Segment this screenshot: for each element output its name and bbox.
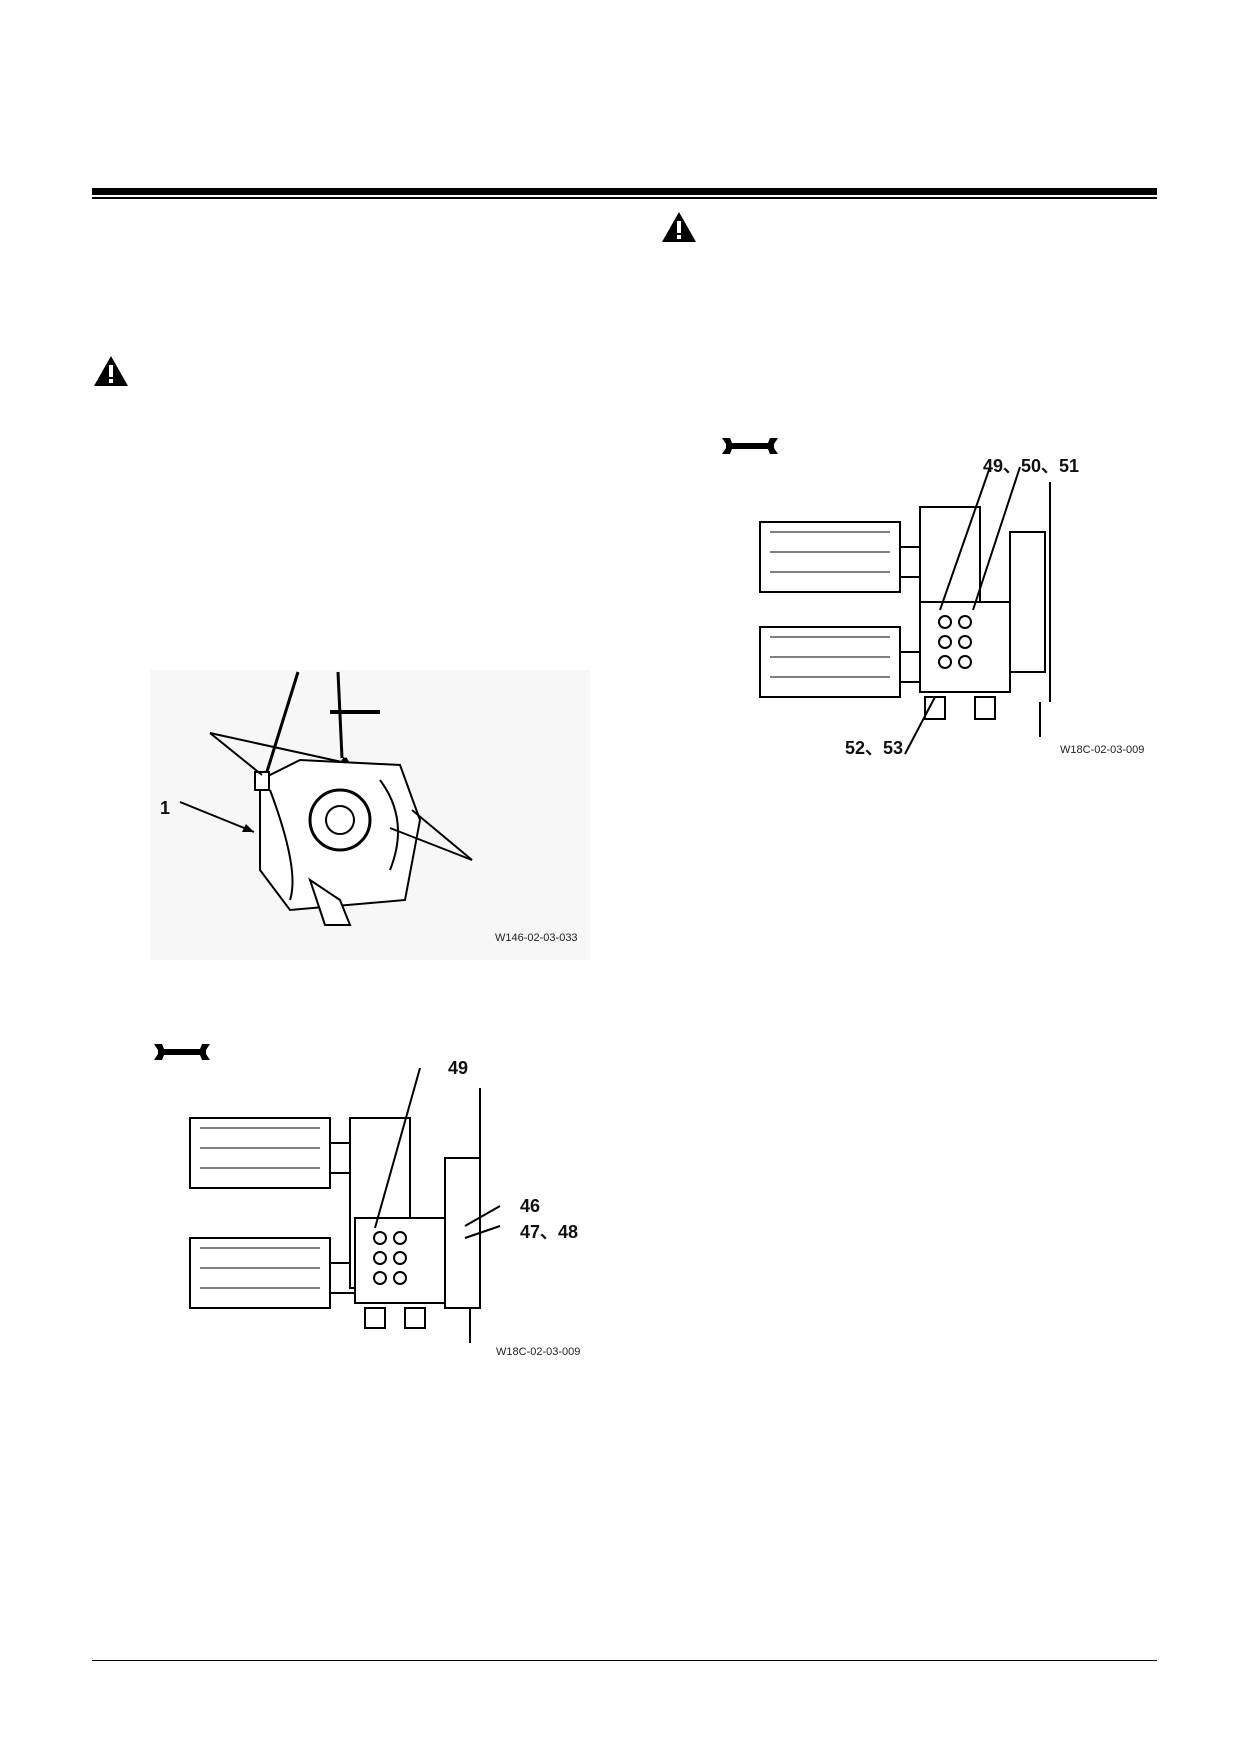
- callout-49-50-51: 49、50、51: [983, 456, 1080, 476]
- figure-code: W18C-02-03-009: [496, 1346, 581, 1358]
- figure-valve-right: 49、50、51 52、53 W18C-02-03-009: [755, 452, 1155, 758]
- callout-part-1: 1: [160, 798, 171, 818]
- warning-triangle-icon: [662, 212, 696, 242]
- callout-46: 46: [520, 1196, 541, 1216]
- figure-code: W146-02-03-033: [495, 932, 578, 944]
- callout-47-48: 47、48: [520, 1222, 579, 1242]
- figure-code: W18C-02-03-009: [1060, 744, 1145, 756]
- footer-rule: [92, 1660, 1157, 1661]
- callout-52-53: 52、53: [845, 738, 904, 758]
- wrench-icon: [722, 438, 778, 454]
- figure-valve-left: 49 46 47、48 W18C-02-03-009: [180, 1058, 590, 1358]
- callout-49: 49: [448, 1058, 469, 1078]
- wrench-icon: [154, 1044, 210, 1060]
- warning-triangle-icon: [94, 356, 128, 386]
- header-rule-thin: [92, 197, 1157, 199]
- header-rule-thick: [92, 188, 1157, 195]
- valve-assembly-illustration: [189, 1067, 501, 1343]
- figure-sling-lift: 1 W146-02-03-033: [150, 670, 590, 960]
- sling-lift-illustration: [150, 670, 590, 960]
- valve-assembly-illustration: [759, 466, 1051, 755]
